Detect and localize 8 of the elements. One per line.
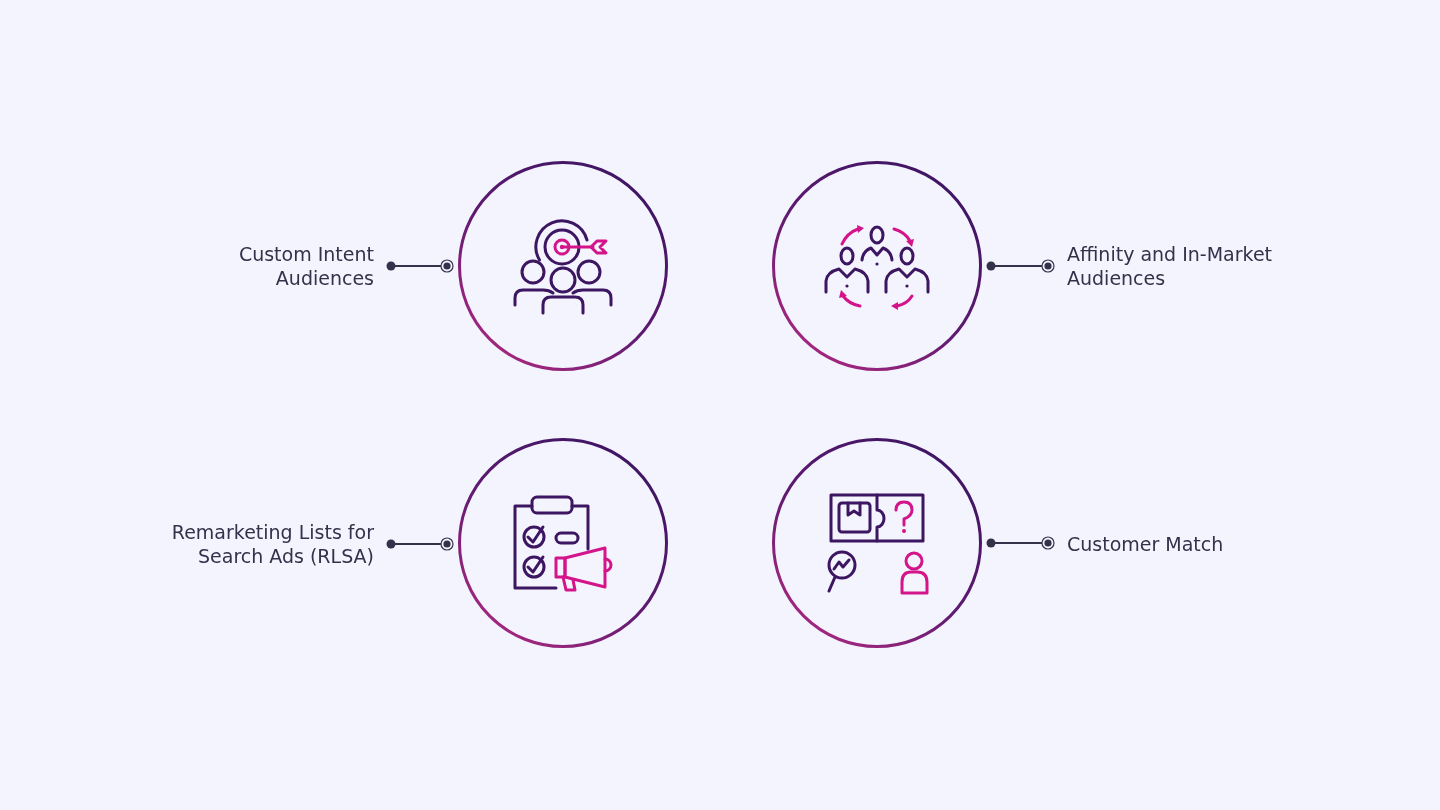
circle-outline xyxy=(458,161,668,371)
category-label: Customer Match xyxy=(1067,532,1225,556)
category-label: Remarketing Lists for Search Ads (RLSA) xyxy=(170,520,374,568)
circle-outline xyxy=(772,438,982,648)
category-label: Affinity and In-Market Audiences xyxy=(1067,242,1274,290)
circle-outline xyxy=(772,161,982,371)
category-label: Custom Intent Audiences xyxy=(237,242,374,290)
circle-outline xyxy=(458,438,668,648)
